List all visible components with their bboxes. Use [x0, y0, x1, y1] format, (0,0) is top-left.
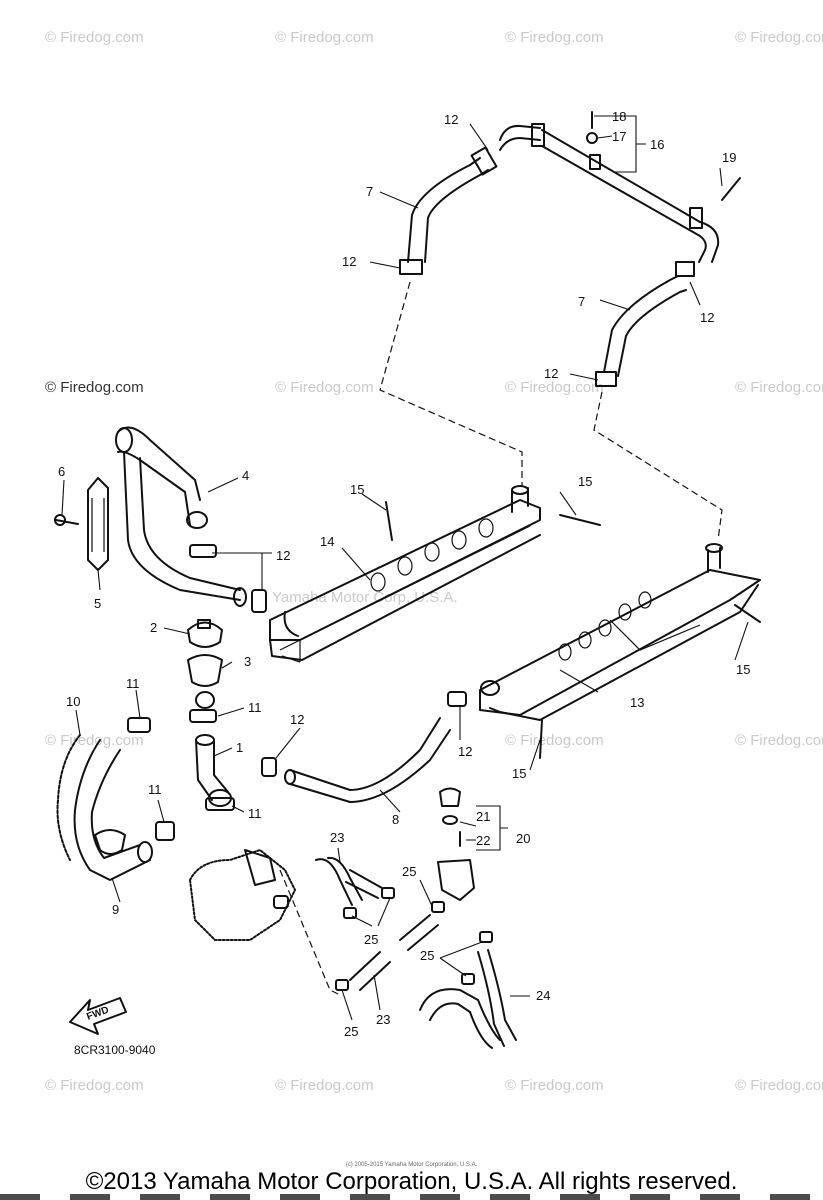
callout: 25 — [344, 1024, 358, 1039]
watermark: © Firedog.com — [505, 29, 604, 46]
watermark: © Firedog.com — [505, 732, 604, 749]
watermark: © Firedog.com — [275, 1077, 374, 1094]
callout: 12 — [458, 744, 472, 759]
callout: 16 — [650, 137, 664, 152]
part-2-3-thermostat — [187, 544, 223, 723]
callout: 17 — [612, 129, 626, 144]
callout: 11 — [126, 676, 140, 691]
fwd-arrow-icon: FWD — [69, 997, 127, 1035]
footer-small-print: (c) 2005-2015 Yamaha Motor Corporation, … — [345, 1162, 478, 1168]
watermark-center: Yamaha Motor Corp, U.S.A. — [272, 589, 458, 606]
callout: 12 — [544, 366, 558, 381]
callout: 23 — [330, 830, 344, 845]
callout: 15 — [350, 482, 364, 497]
part-4-pipe — [115, 426, 247, 607]
callout: 11 — [148, 782, 162, 797]
part-13-radiator — [447, 543, 761, 721]
callout: 12 — [276, 548, 290, 563]
callout: 12 — [700, 310, 714, 325]
callout: 3 — [244, 654, 251, 669]
part-1-hose — [195, 734, 235, 811]
callout: 20 — [516, 831, 530, 846]
clamps-11 — [127, 717, 175, 841]
scan-edge — [0, 1194, 823, 1200]
callout: 12 — [290, 712, 304, 727]
callout: 9 — [112, 902, 119, 917]
watermark: © Firedog.com — [505, 379, 604, 396]
watermark: © Firedog.com — [275, 379, 374, 396]
watermark: © Firedog.com — [45, 379, 144, 396]
watermark: © Firedog.com — [735, 29, 823, 46]
callout: 14 — [320, 534, 334, 549]
callout: 12 — [342, 254, 356, 269]
callout: 2 — [150, 620, 157, 635]
callout: 25 — [364, 932, 378, 947]
callout: 18 — [612, 109, 626, 124]
callout: 12 — [444, 112, 458, 127]
part-14-radiator — [251, 485, 541, 663]
watermarks: © Firedog.com © Firedog.com © Firedog.co… — [45, 29, 823, 1094]
diagram-code: 8CR3100-9040 — [74, 1043, 156, 1057]
watermark: © Firedog.com — [735, 732, 823, 749]
callout: 19 — [722, 150, 736, 165]
callout: 8 — [392, 812, 399, 827]
watermark: © Firedog.com — [735, 1077, 823, 1094]
callout: 22 — [476, 833, 490, 848]
water-pump-housing — [189, 849, 296, 941]
callout: 15 — [512, 766, 526, 781]
watermark: © Firedog.com — [275, 29, 374, 46]
callout: 23 — [376, 1012, 390, 1027]
part-9-10-hoses — [56, 734, 153, 881]
connector-lines — [279, 281, 723, 996]
rivets-15-19 — [385, 177, 761, 759]
callout: 25 — [420, 948, 434, 963]
callout: 6 — [58, 464, 65, 479]
callout: 7 — [578, 294, 585, 309]
callout: 25 — [402, 864, 416, 879]
callout: 11 — [248, 700, 262, 715]
callout: 11 — [248, 806, 262, 821]
callout: 15 — [578, 474, 592, 489]
copyright-footer: ©2013 Yamaha Motor Corporation, U.S.A. A… — [85, 1168, 738, 1195]
part-5-bracket — [54, 477, 109, 571]
part-7-hoses — [399, 146, 695, 387]
callout: 24 — [536, 988, 550, 1003]
part-8-hose — [261, 717, 451, 803]
callout: 7 — [366, 184, 373, 199]
part-23-24-25-hoses — [315, 856, 517, 1049]
watermark: © Firedog.com — [45, 1077, 144, 1094]
part-16-tube-assembly — [499, 111, 720, 263]
callout: 10 — [66, 694, 80, 709]
callout: 5 — [94, 596, 101, 611]
callout: 15 — [736, 662, 750, 677]
watermark: © Firedog.com — [45, 732, 144, 749]
callout: 21 — [476, 809, 490, 824]
callout: 13 — [630, 695, 644, 710]
watermark: © Firedog.com — [45, 29, 144, 46]
callout: 1 — [236, 740, 243, 755]
watermark: © Firedog.com — [735, 379, 823, 396]
watermark: © Firedog.com — [505, 1077, 604, 1094]
leader-lines — [61, 115, 749, 1021]
part-20-cap-assembly — [437, 787, 475, 901]
callout-labels: 12 18 17 16 19 7 12 7 12 12 4 6 15 15 14… — [58, 109, 750, 1057]
callout: 4 — [242, 468, 249, 483]
